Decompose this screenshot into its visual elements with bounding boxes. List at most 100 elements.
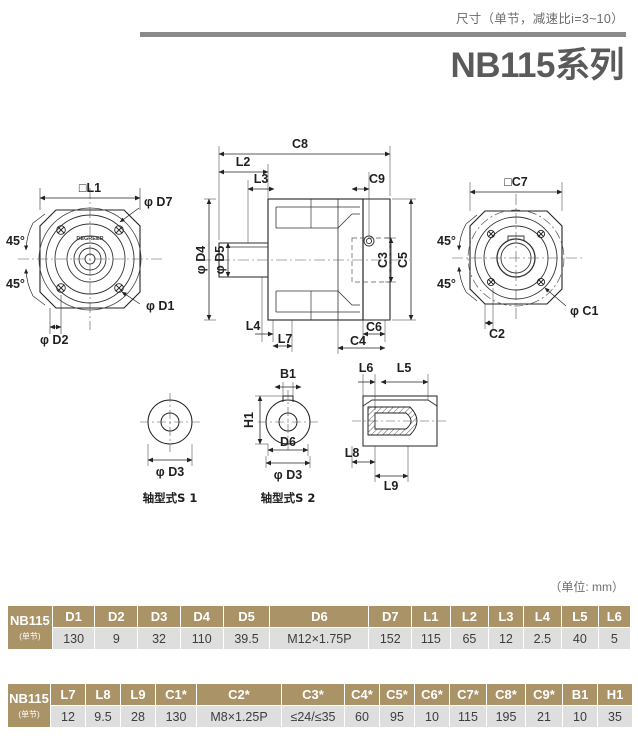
table-cell: M8×1.25P	[196, 705, 282, 727]
table-cell: 12	[50, 705, 86, 727]
unit-note: （单位: mm）	[549, 580, 624, 594]
table-cell: 10	[562, 705, 598, 727]
model-cell: NB115 (单节)	[8, 684, 51, 727]
label-c7: □C7	[504, 175, 528, 189]
label-c3: C3	[376, 252, 390, 268]
table-cell: 110	[180, 627, 224, 649]
label-s2-d6: D6	[280, 435, 296, 449]
table-cell: 9	[94, 627, 139, 649]
label-c4: C4	[350, 334, 366, 348]
table-cell: 115	[449, 705, 487, 727]
model-sub: (单节)	[19, 632, 41, 642]
table-cell: 5	[598, 627, 630, 649]
label-c8: C8	[292, 137, 308, 151]
column-header: D1	[52, 606, 96, 628]
label-d1: φ D1	[146, 299, 174, 313]
table-cell: 130	[52, 627, 96, 649]
table-cell: 9.5	[85, 705, 121, 727]
column-header: D4	[180, 606, 224, 628]
caption-s1: 轴型式S 1	[143, 491, 198, 505]
table-cell: 32	[137, 627, 181, 649]
column-header: C6*	[414, 684, 450, 706]
column-header: L4	[523, 606, 563, 628]
column-header: L2	[450, 606, 490, 628]
label-s1-d3: φ D3	[156, 465, 184, 479]
label-d5: φ D5	[213, 246, 227, 274]
view-right-flange	[452, 182, 582, 329]
detail-shaft-s2	[255, 382, 318, 468]
label-angle-left-bottom: 45°	[6, 277, 25, 291]
column-header: C2*	[196, 684, 282, 706]
label-l6: L6	[359, 361, 374, 375]
column-header: C1*	[155, 684, 197, 706]
table-cell: 35	[597, 705, 632, 727]
column-header: L8	[85, 684, 121, 706]
column-header: D3	[137, 606, 181, 628]
header-rule	[140, 32, 626, 37]
label-l9: L9	[384, 479, 399, 493]
column-header: L7	[50, 684, 86, 706]
table-cell: 40	[561, 627, 599, 649]
table-cell: 152	[368, 627, 413, 649]
table-cell: M12×1.75P	[269, 627, 370, 649]
detail-keyway-section	[351, 374, 448, 482]
label-d7: φ D7	[144, 195, 172, 209]
label-angle-right-bottom: 45°	[437, 277, 456, 291]
column-header: H1	[597, 684, 632, 706]
column-header: B1	[562, 684, 598, 706]
label-l1: □L1	[79, 181, 101, 195]
column-header: C5*	[379, 684, 415, 706]
column-header: C8*	[486, 684, 526, 706]
table-cell: 28	[120, 705, 156, 727]
label-l8: L8	[345, 446, 360, 460]
column-header: C4*	[344, 684, 380, 706]
column-header: L1	[411, 606, 451, 628]
label-angle-left-top: 45°	[6, 234, 25, 248]
model-sub: (单节)	[18, 710, 40, 720]
label-c6: C6	[366, 320, 382, 334]
table-cell: 65	[450, 627, 490, 649]
table-cell: 60	[344, 705, 380, 727]
label-l7: L7	[278, 332, 293, 346]
column-header: L6	[598, 606, 630, 628]
label-c2: C2	[489, 327, 505, 341]
table-cell: 10	[414, 705, 450, 727]
label-l2: L2	[236, 155, 251, 169]
column-header: D5	[223, 606, 271, 628]
label-brand: DEGREER	[76, 236, 103, 242]
table-cell: 95	[379, 705, 415, 727]
label-angle-right-top: 45°	[437, 234, 456, 248]
label-l4: L4	[246, 319, 261, 333]
column-header: D7	[368, 606, 413, 628]
column-header: D2	[94, 606, 139, 628]
column-header: L9	[120, 684, 156, 706]
column-header: D6	[269, 606, 370, 628]
page-title: NB115系列	[450, 46, 624, 85]
view-center-section	[200, 146, 416, 354]
table-cell: 115	[411, 627, 451, 649]
label-s2-b1: B1	[280, 367, 296, 381]
page-subtitle: 尺寸（单节，减速比i=3~10）	[455, 12, 624, 26]
label-c9: C9	[369, 172, 385, 186]
caption-s2: 轴型式S 2	[261, 491, 316, 505]
model-name: NB115	[10, 613, 50, 629]
table-cell: 2.5	[523, 627, 563, 649]
table-cell: 12	[488, 627, 524, 649]
column-header: C9*	[525, 684, 563, 706]
column-header: L3	[488, 606, 524, 628]
table-cell: ≤24/≤35	[281, 705, 345, 727]
technical-drawing: □L1 φ D7 φ D1 φ D2 45° 45° DEGREER C8 L2…	[0, 110, 638, 520]
label-s2-h1: H1	[242, 412, 256, 428]
model-name: NB115	[9, 691, 49, 707]
label-d2: φ D2	[40, 333, 68, 347]
label-c1: φ C1	[570, 304, 598, 318]
column-header: C7*	[449, 684, 487, 706]
label-l5: L5	[397, 361, 412, 375]
view-left-flange	[18, 188, 162, 334]
column-header: L5	[561, 606, 599, 628]
